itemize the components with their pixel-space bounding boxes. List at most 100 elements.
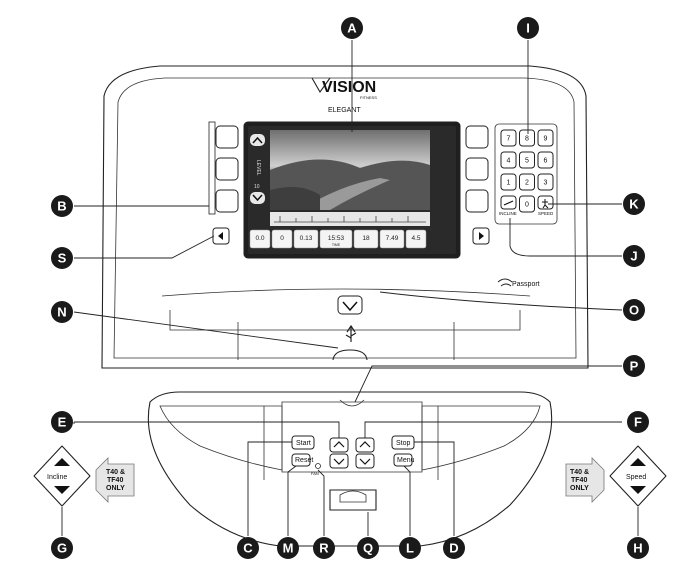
model-name: ELEGANT xyxy=(328,107,361,114)
center-incline-up-button[interactable] xyxy=(329,437,349,453)
chevron-down-icon xyxy=(359,458,371,465)
callout-letter: H xyxy=(633,541,642,556)
start-button[interactable]: Start xyxy=(291,435,315,450)
keypad-key-label: 7 xyxy=(507,136,511,143)
keypad-key-3[interactable]: 3 xyxy=(537,173,554,191)
leader-lines xyxy=(61,40,639,536)
callout-j: J xyxy=(623,245,645,267)
callout-letter: M xyxy=(283,541,294,556)
callout-n: N xyxy=(51,301,73,323)
callout-letter: C xyxy=(243,541,253,556)
keypad-key-2[interactable]: 2 xyxy=(519,173,535,191)
reset-button[interactable]: Reset xyxy=(291,453,313,467)
callout-letter: F xyxy=(634,415,642,430)
landscape-video-icon xyxy=(270,130,430,210)
center-controls: Start Reset Stop Menu xyxy=(291,435,415,511)
speed-pad[interactable]: Speed xyxy=(609,445,667,507)
callout-letter: Q xyxy=(363,541,373,556)
logo-text: VISION xyxy=(322,79,376,96)
center-incline-down-button[interactable] xyxy=(329,453,349,469)
callout-g: G xyxy=(51,537,73,559)
callout-m: M xyxy=(277,537,299,559)
incline-note: T40 & TF40 ONLY xyxy=(95,457,135,503)
right-soft-key-1[interactable] xyxy=(465,125,489,149)
stop-button[interactable]: Stop xyxy=(391,435,415,450)
keypad-key-label: 8 xyxy=(525,136,529,143)
incline-pad[interactable]: Incline xyxy=(33,445,91,507)
callout-a: A xyxy=(341,17,363,39)
keypad-key-1[interactable]: 1 xyxy=(500,173,517,191)
start-label: Start xyxy=(296,440,311,447)
stat-value: 0.0 xyxy=(255,235,264,242)
center-speed-down-button[interactable] xyxy=(355,453,375,469)
right-soft-key-3[interactable] xyxy=(465,189,489,213)
stat-cell-5: 7.49 xyxy=(379,229,405,249)
keypad-key-0[interactable]: 0 xyxy=(519,195,535,213)
runner-icon xyxy=(542,199,549,209)
left-soft-key-3[interactable] xyxy=(215,189,239,213)
keypad-key-8[interactable]: 8 xyxy=(519,129,535,147)
keypad-key-4[interactable]: 4 xyxy=(500,151,517,169)
passport-name: Passport xyxy=(512,281,540,288)
callout-letter: E xyxy=(58,415,67,430)
cup-holder-slot xyxy=(329,489,377,511)
speed-quick-key[interactable] xyxy=(537,195,554,210)
incline-down-icon xyxy=(54,486,70,494)
callout-letter: P xyxy=(630,359,639,374)
right-arrow-icon xyxy=(479,232,484,240)
left-soft-key-2[interactable] xyxy=(215,157,239,181)
incline-quick-key[interactable] xyxy=(500,195,517,210)
callout-letter: L xyxy=(406,541,414,556)
callout-q: Q xyxy=(357,537,379,559)
incline-pad-label: Incline xyxy=(47,474,67,481)
callout-f: F xyxy=(627,411,649,433)
keypad-speed-label: SPEED xyxy=(538,211,554,216)
speed-note: T40 & TF40 ONLY xyxy=(565,457,605,503)
level-up-button[interactable] xyxy=(250,134,265,146)
keypad-key-label: 3 xyxy=(544,180,548,187)
callout-letter: D xyxy=(449,541,458,556)
keypad-key-6[interactable]: 6 xyxy=(537,151,554,169)
callout-letter: R xyxy=(319,541,329,556)
keypad-key-label: 9 xyxy=(544,136,548,143)
keypad-key-label: 6 xyxy=(544,158,548,165)
callout-letter: G xyxy=(57,541,67,556)
menu-button[interactable]: Menu xyxy=(393,453,415,467)
speed-pad-label: Speed xyxy=(626,474,646,481)
callout-letter: N xyxy=(57,305,66,320)
chevron-down-icon xyxy=(333,458,345,465)
keypad-incline-label: INCLINE xyxy=(499,211,517,216)
callout-letter: O xyxy=(629,303,639,318)
center-speed-up-button[interactable] xyxy=(355,437,375,453)
callout-h: H xyxy=(627,537,649,559)
keypad-key-7[interactable]: 7 xyxy=(500,129,517,147)
right-soft-key-2[interactable] xyxy=(465,157,489,181)
keypad-key-5[interactable]: 5 xyxy=(519,151,535,169)
stat-cell-6: 4.5 xyxy=(405,229,427,249)
stat-value: 4.5 xyxy=(411,235,420,242)
menu-label: Menu xyxy=(397,457,415,464)
keypad-key-label: 1 xyxy=(507,180,511,187)
level-value: 10 xyxy=(254,184,260,190)
usb-icon xyxy=(345,324,357,342)
incline-note-line-2: TF40 xyxy=(107,477,123,484)
stat-value: 15:53 xyxy=(328,235,345,242)
incline-note-line-3: ONLY xyxy=(106,485,125,492)
fan-button[interactable]: FAN xyxy=(311,463,321,477)
incline-note-line-1: T40 & xyxy=(106,469,125,476)
incline-up-icon xyxy=(54,458,70,466)
callout-d: D xyxy=(443,537,465,559)
callout-letter: I xyxy=(526,21,530,36)
keypad-key-9[interactable]: 9 xyxy=(537,129,554,147)
left-soft-key-1[interactable] xyxy=(215,125,239,149)
keypad-key-label: 0 xyxy=(525,202,529,209)
callout-b: B xyxy=(51,195,73,217)
usb-port[interactable] xyxy=(332,324,368,361)
logo-sub: FITNESS xyxy=(360,95,377,100)
stat-value: 0 xyxy=(280,235,284,242)
level-down-button[interactable] xyxy=(250,192,265,204)
level-label: LEVEL xyxy=(255,160,261,176)
callout-c: C xyxy=(237,537,259,559)
